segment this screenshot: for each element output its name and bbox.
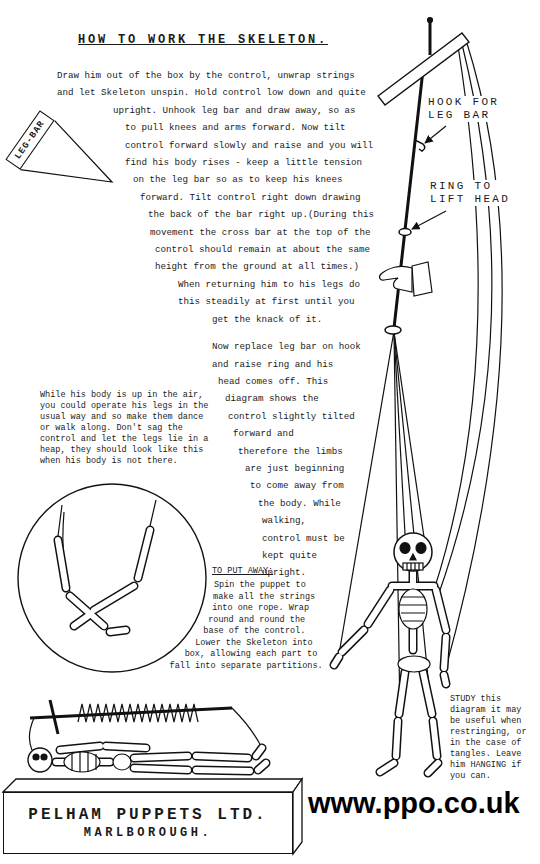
text-flow: Spin the puppet to make all the strings … [160,580,325,672]
box-text: PELHAM PUPPETS LTD. [28,805,267,825]
puppet-box: PELHAM PUPPETS LTD.MARLBOROUGH. [3,792,293,854]
label-slot: TO PUT AWAY: [212,566,273,578]
note-text: While his body is up in the air, you cou… [40,390,215,467]
box-text: LEG-BAR [13,118,48,161]
watermark: www.ppo.co.uk [308,788,520,818]
note-text: Spin the puppet to make all the strings … [160,580,325,672]
title-slot: HOW TO WORK THE SKELETON. [78,32,328,48]
callout-label: RING TO LIFT HEAD [430,180,518,206]
label-slot: While his body is up in the air, you cou… [40,390,215,467]
label-slot: www.ppo.co.uk [308,788,520,818]
instruction-text: Draw him out of the box by the control, … [0,67,380,328]
section-heading: TO PUT AWAY: [212,566,273,578]
label-slot: STUDY this diagram it may be useful when… [450,694,534,782]
label-slot: HOOK FOR LEG BAR [428,96,516,122]
text-flow: Draw him out of the box by the control, … [0,67,380,667]
note-text: STUDY this diagram it may be useful when… [450,694,534,782]
box-text: MARLBOROUGH. [84,825,212,841]
label-slot: RING TO LIFT HEAD [430,180,518,206]
leg-bar-tag: LEG-BAR [5,110,54,169]
title: HOW TO WORK THE SKELETON. [78,32,328,48]
callout-label: HOOK FOR LEG BAR [428,96,516,122]
